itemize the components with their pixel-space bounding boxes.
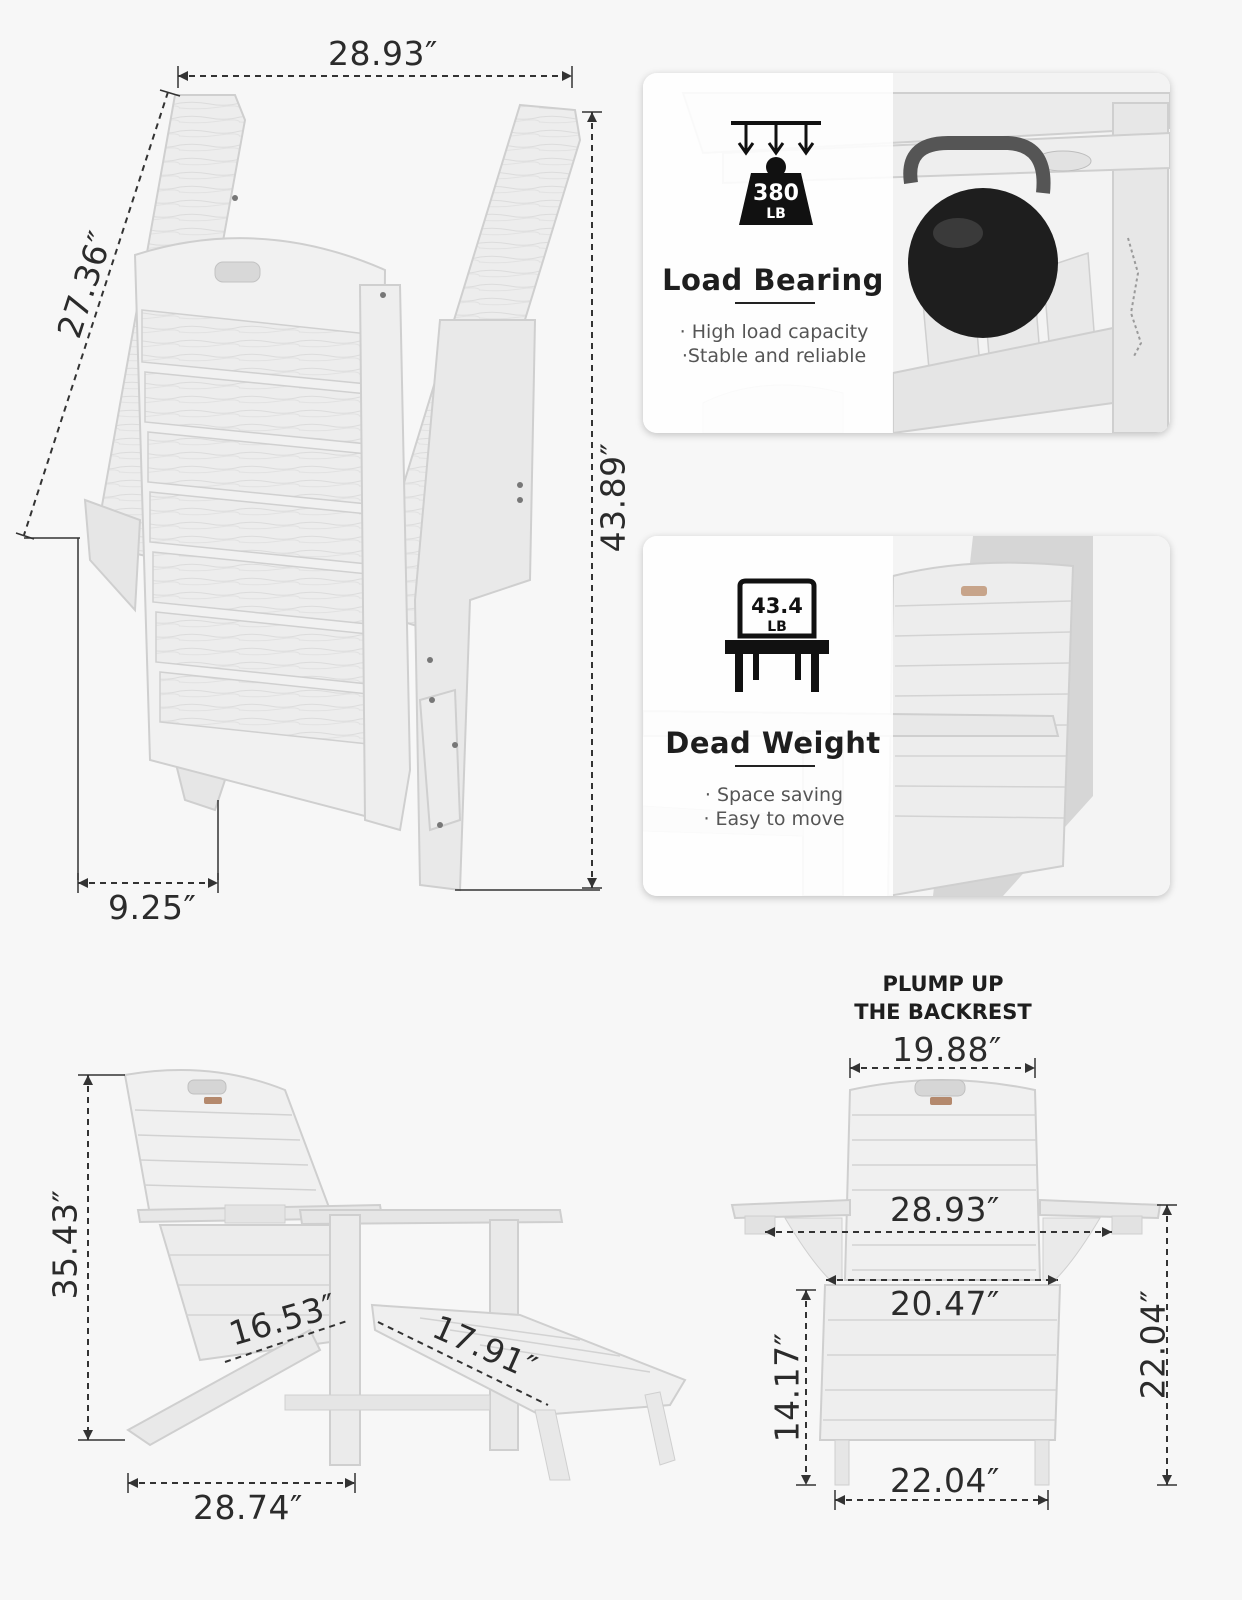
load-bearing-card: 380 LB Load Bearing · High load capacity… <box>643 73 1170 433</box>
front-arm-height-label: 22.04″ <box>1133 1289 1173 1400</box>
dead-weight-divider <box>735 765 815 767</box>
dead-weight-title: Dead Weight <box>665 726 881 760</box>
load-bullet-1: · High load capacity <box>679 321 869 343</box>
weight-bullet-1: · Space saving <box>704 784 844 806</box>
front-seat-width-label: 20.47″ <box>890 1284 1000 1323</box>
folded-chair-illustration <box>15 66 602 893</box>
folded-depth-label: 9.25″ <box>108 888 197 927</box>
load-bearing-panel <box>643 73 893 433</box>
chair-weight-icon <box>725 578 829 692</box>
load-bearing-title: Load Bearing <box>662 263 884 297</box>
front-base-width-label: 22.04″ <box>890 1461 1000 1500</box>
plump-up-line-1: PLUMP UP <box>882 972 1004 996</box>
load-bearing-divider <box>735 302 815 304</box>
plump-up-line-2: THE BACKREST <box>854 1000 1032 1024</box>
load-bullet-2: ·Stable and reliable <box>681 345 867 367</box>
dead-weight-unit: LB <box>767 619 787 635</box>
side-base-length-label: 28.74″ <box>193 1488 303 1527</box>
front-seat-height-label: 14.17″ <box>767 1332 807 1443</box>
side-view-chair-illustration <box>78 1069 687 1493</box>
dead-weight-value: 43.4 <box>751 594 803 618</box>
load-weight-unit: LB <box>766 206 786 222</box>
dead-weight-panel <box>643 536 893 896</box>
folded-width-label: 28.93″ <box>328 34 438 73</box>
front-backrest-width-label: 19.88″ <box>892 1030 1002 1069</box>
kettlebell-weight-icon <box>731 121 821 225</box>
plump-up-heading: PLUMP UP THE BACKREST <box>823 970 1063 1026</box>
weight-bullet-2: · Easy to move <box>703 808 845 830</box>
dead-weight-card: 43.4 LB Dead Weight · Space saving · Eas… <box>643 536 1170 896</box>
front-arm-width-label: 28.93″ <box>890 1190 1000 1229</box>
load-weight-value: 380 <box>753 181 799 206</box>
